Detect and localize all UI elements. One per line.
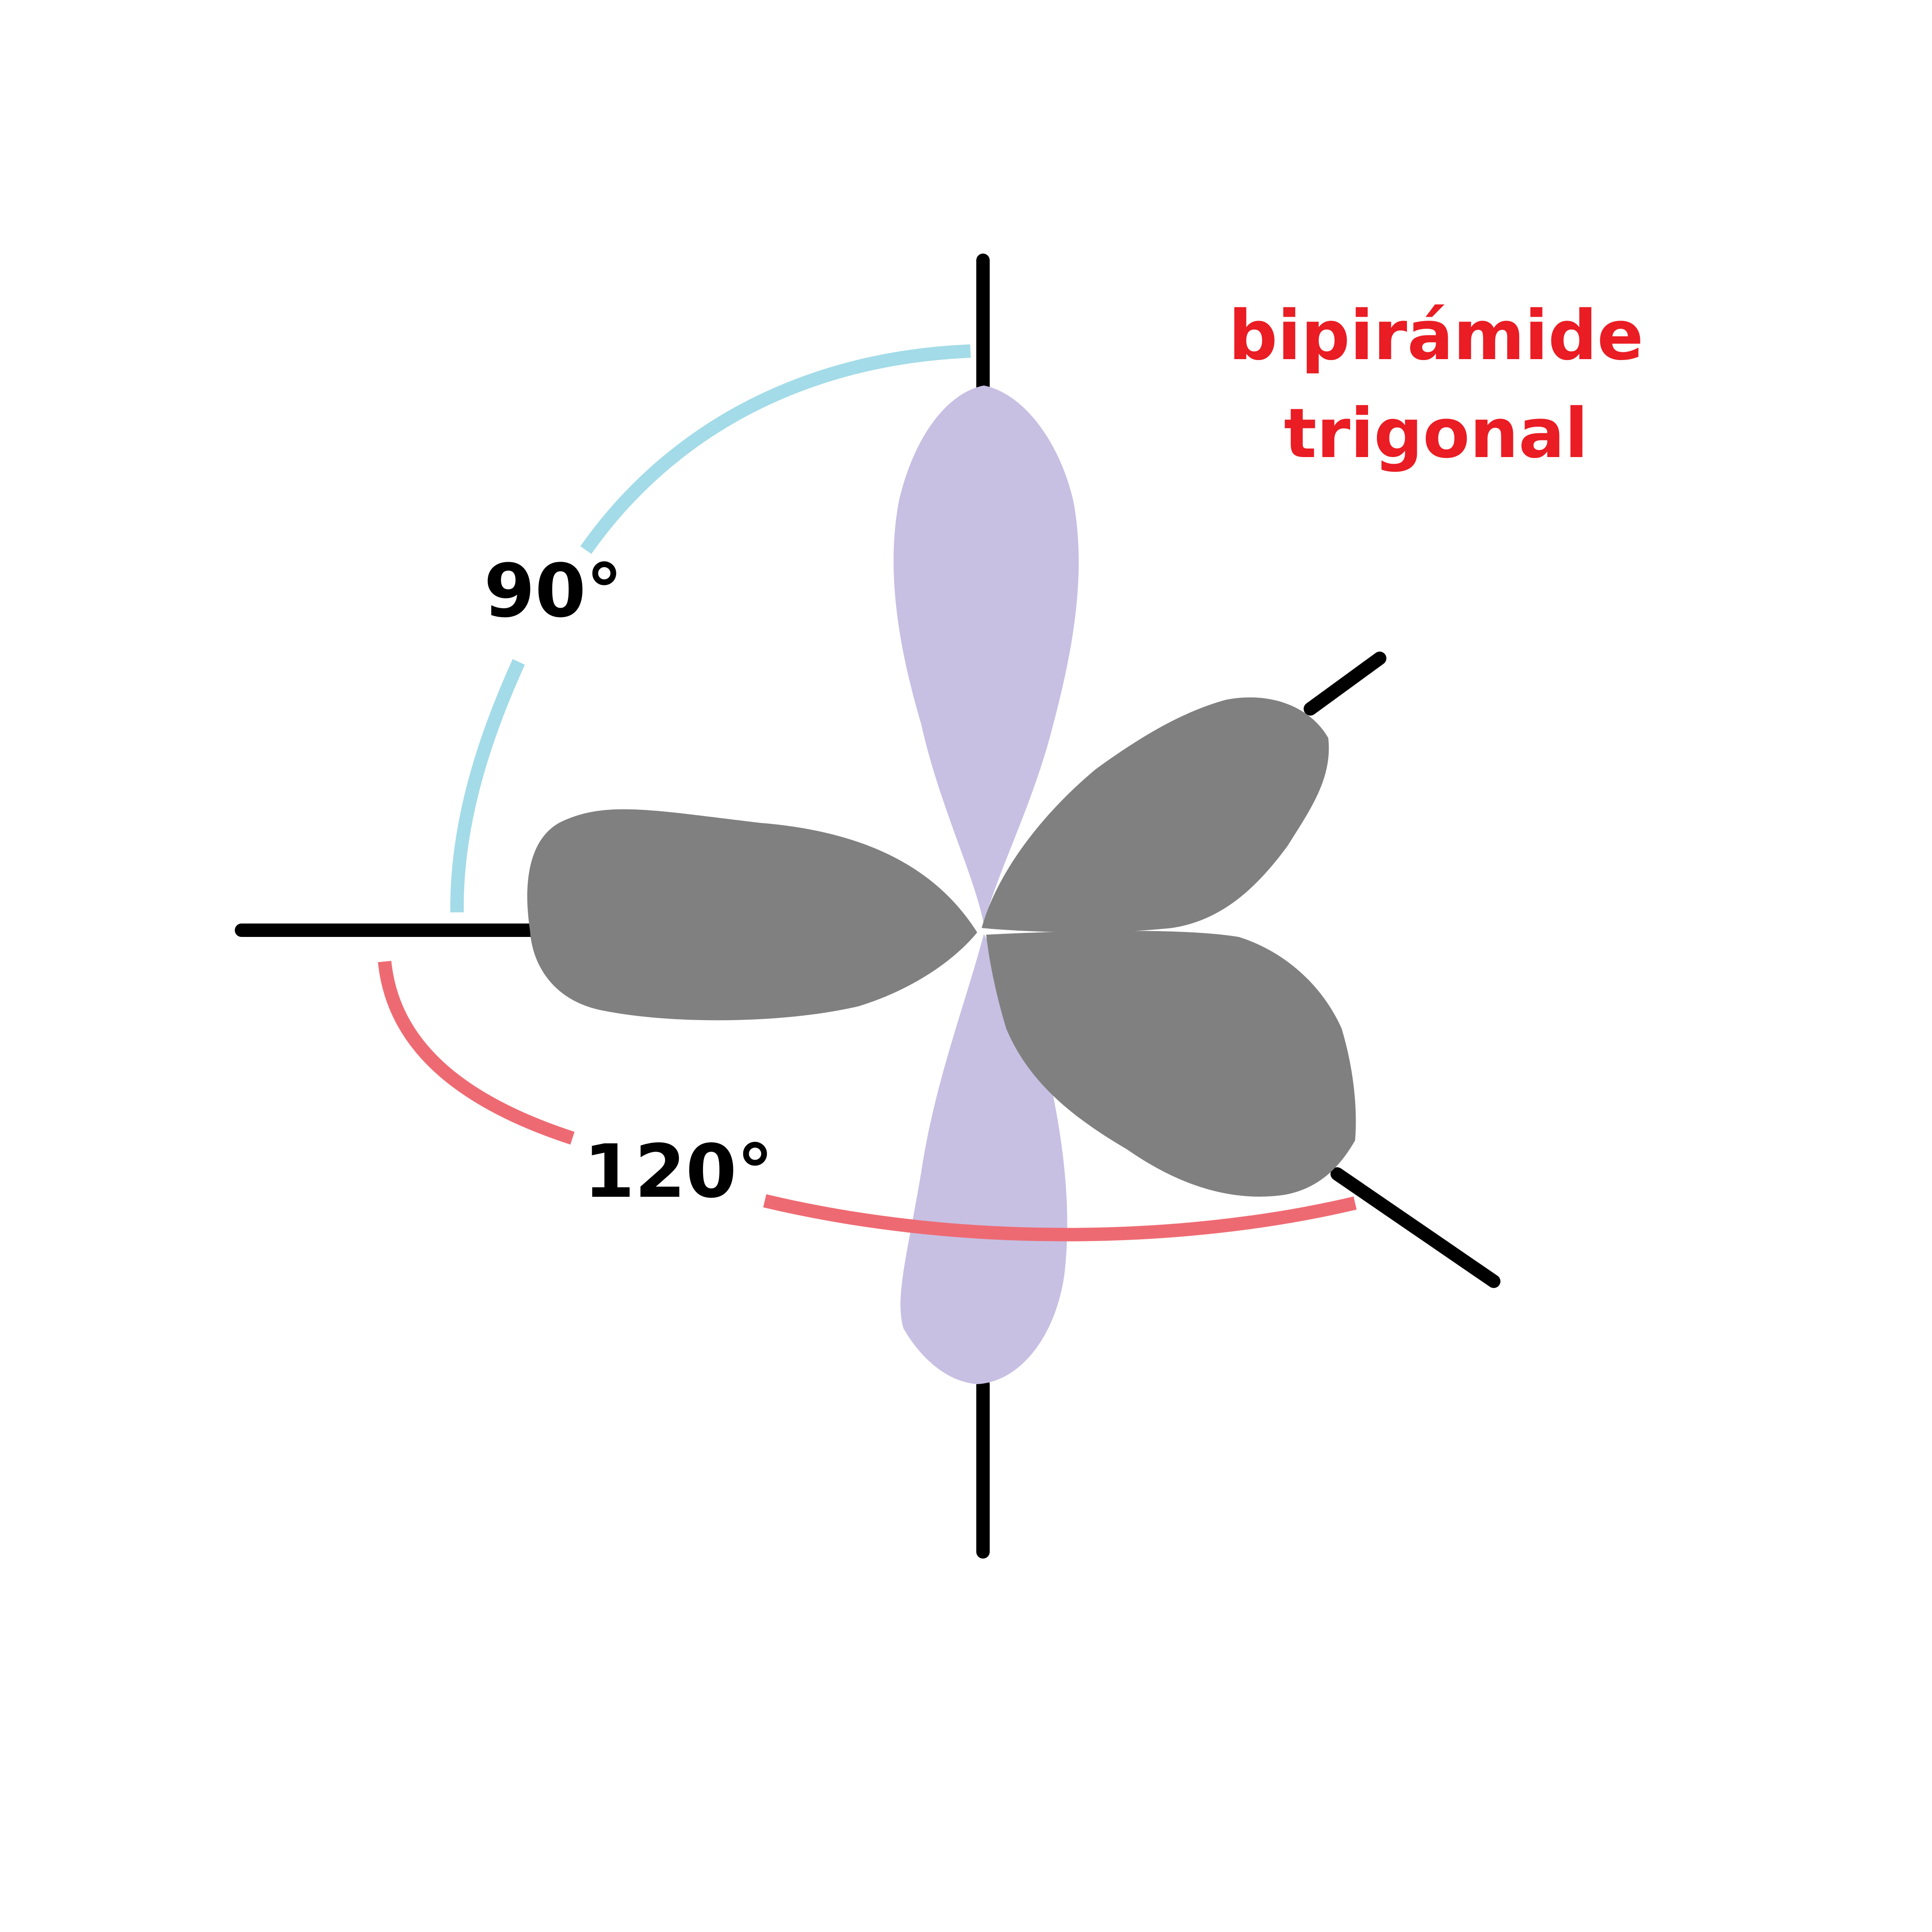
equatorial-upper-right-bond	[1304, 652, 1386, 716]
angle-label-90: 90°	[484, 548, 623, 634]
equatorial-lobe-upper-right	[982, 697, 1329, 932]
equatorial-lobe-lower-right	[986, 931, 1356, 1197]
angle-arcs	[378, 344, 1357, 1241]
bond-axes	[235, 254, 1500, 1559]
equatorial-lower-right-bond	[1330, 1167, 1500, 1288]
arc-120-right	[763, 1194, 1357, 1241]
diagram-title-line-2: trigonal	[1284, 394, 1588, 474]
equatorial-lobe-left	[527, 809, 977, 1021]
angle-label-120: 120°	[584, 1129, 773, 1214]
axial-lobe-top	[894, 386, 1079, 925]
diagram-title-line-1: bipirámide	[1229, 296, 1644, 376]
arc-90-upper	[580, 344, 971, 554]
equatorial-lobes	[527, 697, 1356, 1197]
arc-120-left	[378, 961, 575, 1145]
arc-90-lower	[450, 659, 525, 913]
